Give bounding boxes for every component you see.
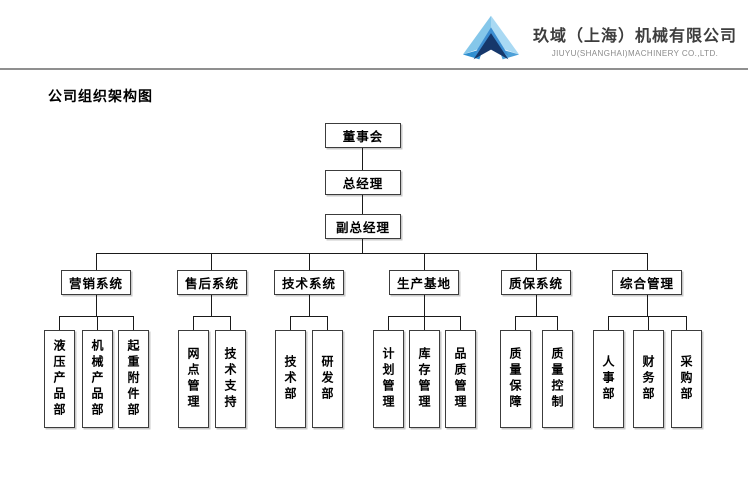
dept-quality-assurance: 质量保障 — [500, 330, 531, 428]
connector-line — [96, 295, 97, 316]
connector-line — [309, 295, 310, 316]
connector-line — [327, 316, 328, 330]
branch-technology-system: 技术系统 — [274, 270, 344, 295]
connector-line — [424, 316, 425, 330]
node-label: 起重附件部 — [126, 339, 140, 419]
branch-after-sales-system: 售后系统 — [177, 270, 247, 295]
company-logo-icon — [462, 15, 520, 60]
connector-line — [536, 295, 537, 316]
node-label: 采购部 — [679, 355, 693, 403]
branch-production-base: 生产基地 — [389, 270, 459, 295]
connector-line — [97, 316, 98, 330]
node-label: 副总经理 — [335, 221, 390, 235]
connector-line — [608, 316, 609, 330]
node-board-of-directors: 董事会 — [325, 123, 401, 148]
node-label: 董事会 — [342, 130, 384, 144]
connector-line — [608, 316, 687, 317]
connector-line — [388, 316, 389, 330]
node-label: 营销系统 — [68, 277, 123, 291]
connector-line — [309, 253, 310, 270]
connector-line — [362, 148, 363, 170]
node-label: 机械产品部 — [90, 339, 104, 419]
connector-line — [96, 253, 97, 270]
connector-line — [290, 316, 328, 317]
connector-line — [424, 295, 425, 316]
node-label: 质保系统 — [508, 277, 563, 291]
connector-line — [515, 316, 558, 317]
dept-lifting-accessories: 起重附件部 — [118, 330, 149, 428]
node-label: 财务部 — [641, 355, 655, 403]
connector-line — [96, 253, 648, 254]
connector-line — [647, 295, 648, 316]
node-deputy-general-manager: 副总经理 — [325, 214, 401, 239]
node-label: 技术系统 — [281, 277, 336, 291]
connector-line — [193, 316, 194, 330]
connector-line — [193, 316, 231, 317]
connector-line — [460, 316, 461, 330]
connector-line — [515, 316, 516, 330]
node-label: 技术部 — [283, 355, 297, 403]
node-label: 库存管理 — [417, 347, 431, 411]
connector-line — [133, 316, 134, 330]
node-label: 液压产品部 — [52, 339, 66, 419]
branch-general-management: 综合管理 — [612, 270, 682, 295]
connector-line — [362, 239, 363, 253]
company-name-block: 玖域（上海）机械有限公司 JIUYU(SHANGHAI)MACHINERY CO… — [530, 22, 740, 58]
dept-research-development: 研发部 — [312, 330, 343, 428]
dept-quality-management: 品质管理 — [445, 330, 476, 428]
connector-line — [648, 316, 649, 330]
connector-line — [686, 316, 687, 330]
node-general-manager: 总经理 — [325, 170, 401, 195]
node-label: 总经理 — [342, 177, 384, 191]
connector-line — [59, 316, 134, 317]
dept-technical-support: 技术支持 — [215, 330, 246, 428]
node-label: 计划管理 — [381, 347, 395, 411]
dept-inventory-management: 库存管理 — [409, 330, 440, 428]
node-label: 质量控制 — [550, 347, 564, 411]
company-name-zh: 玖域（上海）机械有限公司 — [532, 28, 737, 45]
node-label: 质量保障 — [508, 347, 522, 411]
dept-technology: 技术部 — [275, 330, 306, 428]
header-divider — [0, 68, 748, 70]
dept-hydraulic-products: 液压产品部 — [44, 330, 75, 428]
connector-line — [362, 195, 363, 214]
dept-mechanical-products: 机械产品部 — [82, 330, 113, 428]
node-label: 生产基地 — [396, 277, 451, 291]
dept-purchasing: 采购部 — [671, 330, 702, 428]
connector-line — [536, 253, 537, 270]
connector-line — [424, 253, 425, 270]
connector-line — [230, 316, 231, 330]
connector-line — [211, 253, 212, 270]
connector-line — [557, 316, 558, 330]
node-label: 人事部 — [601, 355, 615, 403]
connector-line — [59, 316, 60, 330]
dept-network-management: 网点管理 — [178, 330, 209, 428]
company-name-en: JIUYU(SHANGHAI)MACHINERY CO.,LTD. — [551, 49, 719, 58]
connector-line — [290, 316, 291, 330]
page-title: 公司组织架构图 — [48, 88, 153, 104]
node-label: 技术支持 — [223, 347, 237, 411]
connector-line — [211, 295, 212, 316]
node-label: 研发部 — [320, 355, 334, 403]
dept-finance: 财务部 — [633, 330, 664, 428]
dept-quality-control: 质量控制 — [542, 330, 573, 428]
connector-line — [647, 253, 648, 270]
node-label: 售后系统 — [184, 277, 239, 291]
node-label: 综合管理 — [619, 277, 674, 291]
dept-human-resources: 人事部 — [593, 330, 624, 428]
node-label: 品质管理 — [453, 347, 467, 411]
branch-marketing-system: 营销系统 — [61, 270, 131, 295]
node-label: 网点管理 — [186, 347, 200, 411]
branch-quality-assurance-system: 质保系统 — [501, 270, 571, 295]
dept-plan-management: 计划管理 — [373, 330, 404, 428]
